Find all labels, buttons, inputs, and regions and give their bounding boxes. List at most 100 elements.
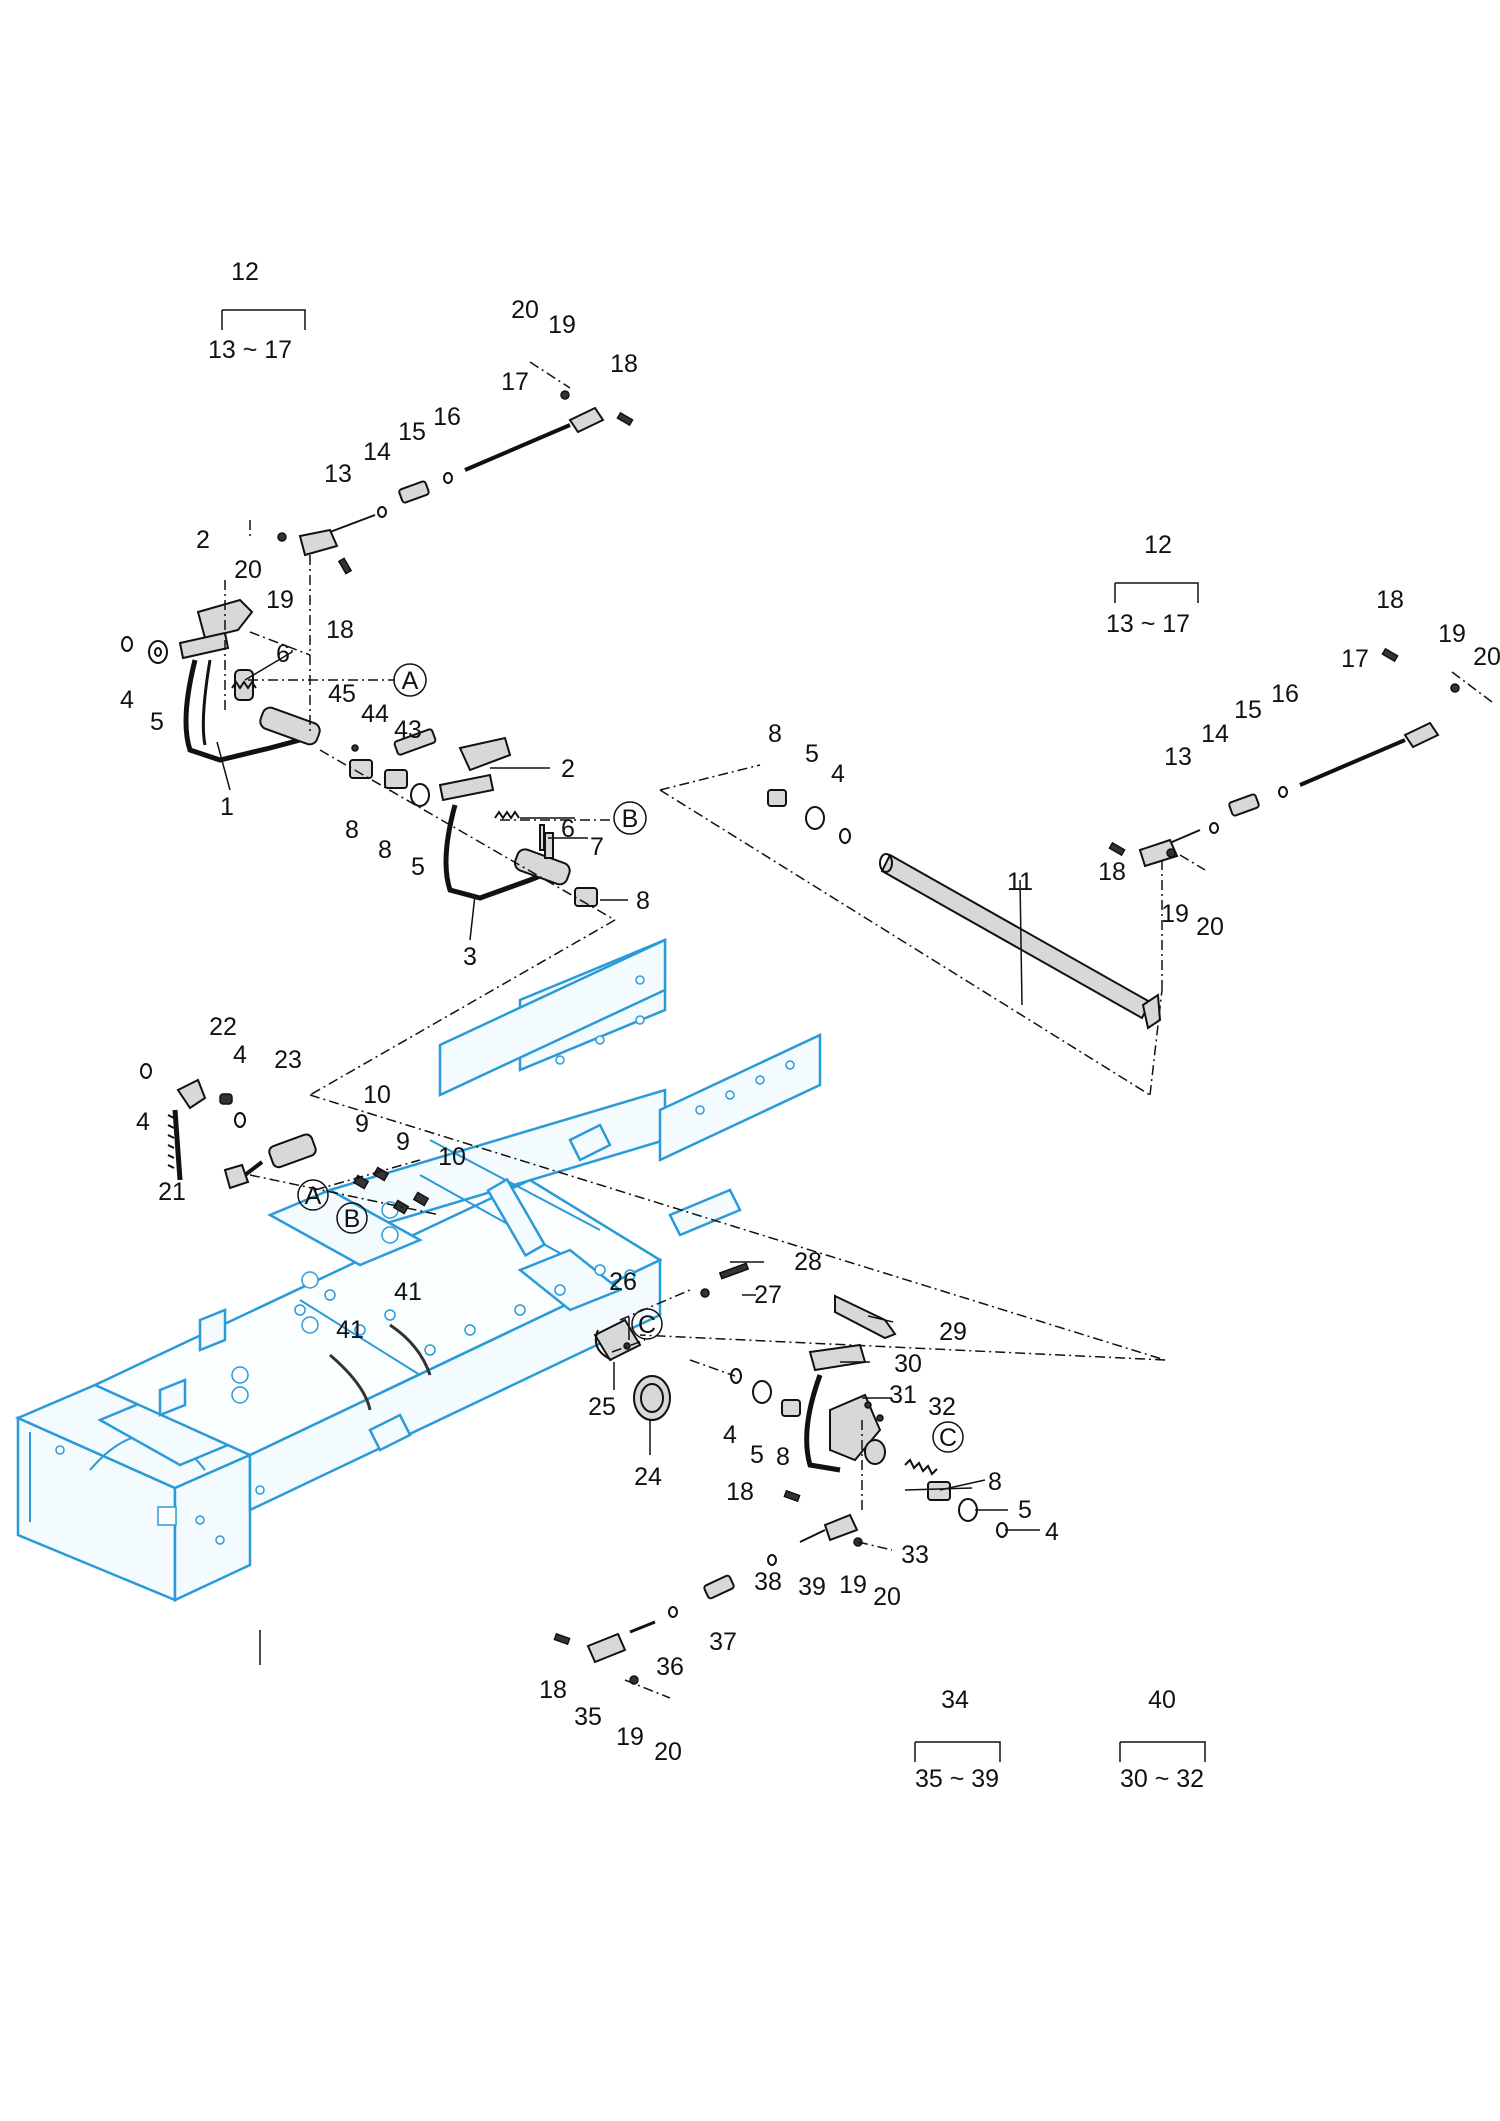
callout: A: [305, 1182, 322, 1210]
callout: 21: [158, 1178, 186, 1206]
callout: 7: [590, 833, 604, 861]
callout: 8: [776, 1443, 790, 1471]
callout: 37: [709, 1628, 737, 1656]
callout: 41: [336, 1316, 364, 1344]
callout: 12: [1144, 531, 1172, 559]
callout: 4: [120, 686, 134, 714]
cable-assembly-upper-right: [1108, 647, 1460, 868]
callout-labels: 12 13 ~ 17 20 19 18 17 16 15 14 13 20 19…: [120, 258, 1500, 1793]
callout: 9: [396, 1128, 410, 1156]
callout: 20: [873, 1583, 901, 1611]
callout: 41: [394, 1278, 422, 1306]
callout: 10: [438, 1143, 466, 1171]
callout: C: [638, 1311, 656, 1339]
callout: 43: [394, 716, 422, 744]
callout: 2: [561, 755, 575, 783]
callout: 18: [326, 616, 354, 644]
callout: 22: [209, 1013, 237, 1041]
callout: 20: [234, 556, 262, 584]
callout: 5: [805, 740, 819, 768]
callout: 8: [345, 816, 359, 844]
callout: 13: [324, 460, 352, 488]
callout: 28: [794, 1248, 822, 1276]
callout: 24: [634, 1463, 662, 1491]
callout: 31: [889, 1381, 917, 1409]
callout: 6: [561, 815, 575, 843]
lever-21-and-cylinder-23: [140, 1063, 317, 1190]
callout: 35: [574, 1703, 602, 1731]
callout: 19: [548, 311, 576, 339]
callout: 17: [501, 368, 529, 396]
callout: 45: [328, 680, 356, 708]
callout: 15: [398, 418, 426, 446]
pedal-assembly-30: [730, 1294, 1008, 1538]
chassis-frame: [14, 938, 822, 1602]
pedal-assembly-3: [438, 736, 571, 901]
callout: B: [622, 805, 639, 833]
cable-assembly-upper-left: [277, 390, 634, 575]
callout: 27: [754, 1281, 782, 1309]
callout: 32: [928, 1393, 956, 1421]
callout: 11: [1007, 868, 1033, 896]
callout: 5: [1018, 1496, 1032, 1524]
callout: 8: [636, 887, 650, 915]
callout: 4: [831, 760, 845, 788]
callout: 10: [363, 1081, 391, 1109]
callout: 4: [1045, 1518, 1059, 1546]
bolts-9-10: [352, 1166, 430, 1215]
leader-lines: [216, 309, 1206, 1762]
callout: B: [344, 1205, 361, 1233]
callout: 5: [750, 1441, 764, 1469]
callout: 38: [754, 1568, 782, 1596]
callout: 25: [588, 1393, 616, 1421]
callout: A: [402, 667, 419, 695]
circled-refs: [297, 663, 964, 1453]
callout: 3: [463, 943, 477, 971]
callout: 20: [654, 1738, 682, 1766]
callout: 40: [1148, 1686, 1176, 1714]
callout: 18: [1376, 586, 1404, 614]
callout: 34: [941, 1686, 969, 1714]
callout: 23: [274, 1046, 302, 1074]
callout: 20: [511, 296, 539, 324]
callout: 19: [616, 1723, 644, 1751]
callout: 19: [266, 586, 294, 614]
callout: 20: [1196, 913, 1224, 941]
callout: 8: [378, 836, 392, 864]
callout: 15: [1234, 696, 1262, 724]
pedal-assembly-1: [178, 598, 321, 763]
callout: C: [939, 1424, 957, 1452]
callout: 4: [136, 1108, 150, 1136]
callout: 16: [1271, 680, 1299, 708]
dashed-lines: [224, 361, 1493, 1699]
callout: 39: [798, 1573, 826, 1601]
callout: 5: [150, 708, 164, 736]
callout: 9: [355, 1110, 369, 1138]
callout: 8: [768, 720, 782, 748]
callout: 19: [1161, 900, 1189, 928]
callout: 13 ~ 17: [1106, 610, 1190, 638]
callout: 19: [839, 1571, 867, 1599]
callout: 20: [1473, 643, 1500, 671]
callout: 6: [276, 640, 290, 668]
callout: 14: [363, 438, 391, 466]
callout: 29: [939, 1318, 967, 1346]
callout: 16: [433, 403, 461, 431]
small-parts-upper-left: [121, 636, 598, 907]
callout: 4: [233, 1041, 247, 1069]
callout: 18: [1098, 858, 1126, 886]
callout: 8: [988, 1468, 1002, 1496]
callout: 17: [1341, 645, 1369, 673]
callout: 35 ~ 39: [915, 1765, 999, 1793]
callout: 26: [609, 1268, 637, 1296]
callout: 4: [723, 1421, 737, 1449]
callout: 18: [610, 350, 638, 378]
callout: 13 ~ 17: [208, 336, 292, 364]
callout: 30 ~ 32: [1120, 1765, 1204, 1793]
callout: 18: [726, 1478, 754, 1506]
callout: 2: [196, 526, 210, 554]
shaft-11: [767, 789, 1162, 1030]
callout: 33: [901, 1541, 929, 1569]
callout: 44: [361, 700, 389, 728]
